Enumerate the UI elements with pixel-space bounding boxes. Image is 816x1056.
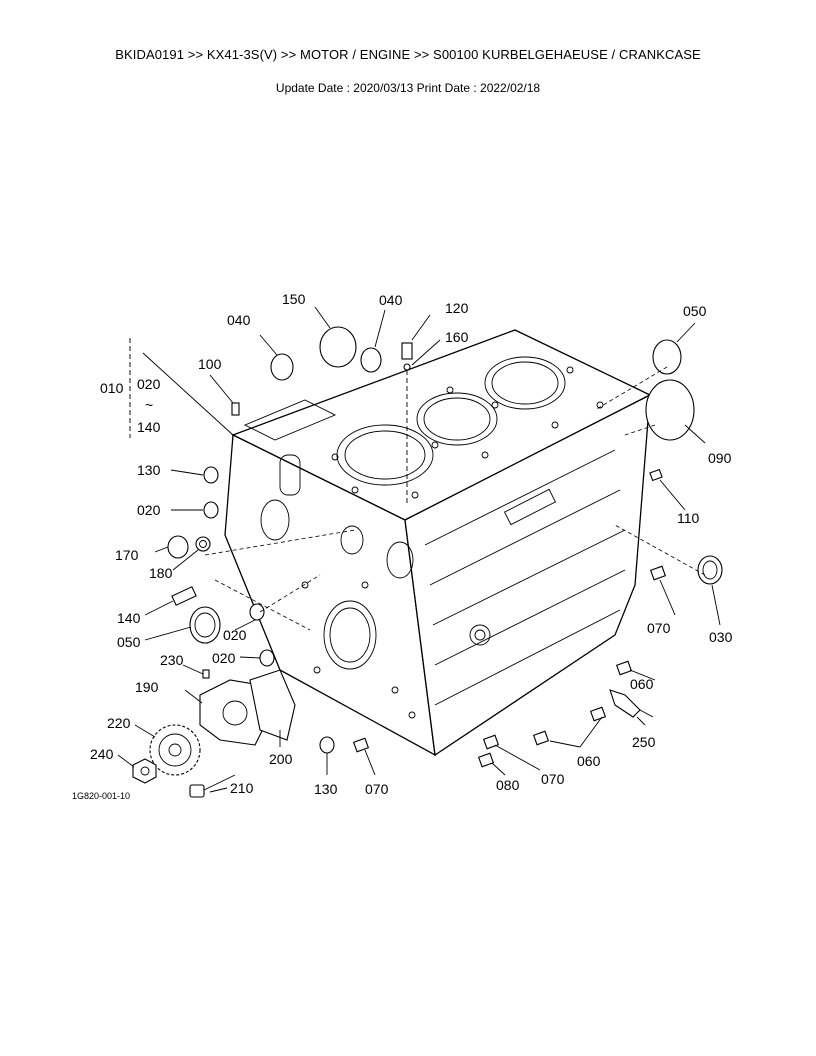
callout-070-mid: 070: [541, 771, 565, 787]
exploded-parts-diagram: 010 020 ~ 140 040 150 040 120 160 050 09…: [55, 285, 770, 810]
callout-130-bottom: 130: [314, 781, 338, 797]
page-title: BKIDA0191 >> KX41-3S(V) >> MOTOR / ENGIN…: [115, 47, 701, 62]
callout-060-bottom: 060: [577, 753, 601, 769]
callout-020-mid: 020: [223, 627, 247, 643]
callout-070-right: 070: [647, 620, 671, 636]
crankcase-drawing: 010 020 ~ 140 040 150 040 120 160 050 09…: [72, 291, 733, 801]
crankcase-block: [224, 329, 652, 757]
callout-210: 210: [230, 780, 254, 796]
callout-250: 250: [632, 734, 656, 750]
callout-140-range-end: 140: [137, 419, 161, 435]
callout-110: 110: [677, 510, 700, 526]
callout-020-low: 020: [212, 650, 236, 666]
figure-id: 1G820-001-10: [72, 791, 130, 801]
callout-040-left: 040: [227, 312, 251, 328]
callout-200: 200: [269, 751, 293, 767]
callout-050-mid: 050: [117, 634, 141, 650]
callout-130-left: 130: [137, 462, 161, 478]
callout-030: 030: [709, 629, 733, 645]
callout-120: 120: [445, 300, 469, 316]
callout-100: 100: [198, 356, 222, 372]
callout-220: 220: [107, 715, 131, 731]
callout-170: 170: [115, 547, 139, 563]
callout-040-right: 040: [379, 292, 403, 308]
callout-050-top: 050: [683, 303, 707, 319]
callout-090: 090: [708, 450, 732, 466]
callout-180: 180: [149, 565, 173, 581]
leader-lines: [117, 306, 721, 793]
callout-230: 230: [160, 652, 184, 668]
callout-160: 160: [445, 329, 469, 345]
callout-labels: 010 020 ~ 140 040 150 040 120 160 050 09…: [72, 291, 733, 801]
callout-020-range-start: 020: [137, 376, 161, 392]
callout-140-mid: 140: [117, 610, 141, 626]
callout-010: 010: [100, 380, 124, 396]
callout-020-left: 020: [137, 502, 161, 518]
loose-parts: [132, 326, 723, 798]
callout-240: 240: [90, 746, 114, 762]
callout-150: 150: [282, 291, 306, 307]
callout-070-bottom: 070: [365, 781, 389, 797]
callout-060-right: 060: [630, 676, 654, 692]
page-dates: Update Date : 2020/03/13 Print Date : 20…: [275, 81, 541, 95]
callout-range-tilde: ~: [145, 397, 153, 413]
callout-190: 190: [135, 679, 159, 695]
callout-080: 080: [496, 777, 520, 793]
